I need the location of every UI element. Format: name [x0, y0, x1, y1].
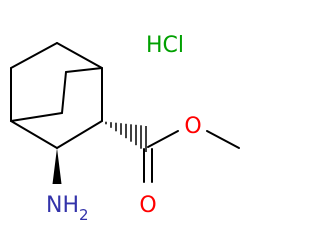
amine-subscript: 2	[79, 206, 89, 224]
bond-layer	[10, 42, 240, 183]
amine-label: NH2	[46, 193, 89, 224]
structure-diagram: HCl O O NH2	[10, 33, 240, 224]
ester-oxygen-label: O	[184, 114, 201, 139]
bond-c1-c2	[10, 42, 58, 69]
amine-nh-text: NH	[46, 193, 79, 218]
bond-c3-c8	[10, 120, 58, 149]
bond-c8-c7	[56, 120, 103, 149]
carbonyl-oxygen-label: O	[139, 193, 156, 218]
bold-wedge-bond	[52, 148, 62, 184]
bond-c1-c4	[56, 42, 103, 69]
bond-c6-c3	[10, 112, 63, 122]
bond-c4-c5	[65, 67, 103, 73]
bond-o-methyl	[206, 130, 240, 149]
salt-label: HCl	[146, 33, 184, 58]
hashed-wedge-bond	[105, 121, 147, 152]
bond-c5-c6	[61, 71, 67, 114]
bond-c9-o-ester	[147, 130, 179, 148]
